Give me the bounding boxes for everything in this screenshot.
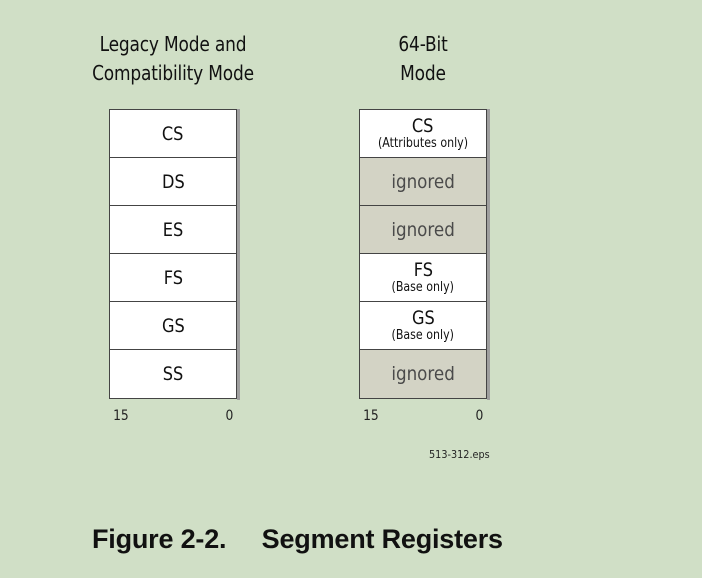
64bit-register-ds: ignored [360,158,486,206]
legacy-mode-title: Legacy Mode and Compatibility Mode [77,30,269,88]
register-label: DS [161,170,185,193]
register-note: (Base only) [391,280,455,295]
register-label: FS [413,259,433,281]
register-label: GS [411,307,435,329]
register-note: (Base only) [391,328,455,343]
register-note: (Attributes only) [377,136,469,151]
legacy-register-cs: CS [110,110,236,158]
legacy-register-fs: FS [110,254,236,302]
ignored-label: ignored [391,170,455,193]
64bit-register-es: ignored [360,206,486,254]
legacy-register-es: ES [110,206,236,254]
64bit-bit-low-label: 0 [475,408,484,424]
legacy-register-ss: SS [110,350,236,398]
register-label: CS [412,115,434,137]
64bit-mode-title: 64-Bit Mode [335,30,510,88]
ignored-label: ignored [391,218,455,241]
64bit-register-ss: ignored [360,350,486,398]
64bit-title-line1: 64-Bit [398,32,448,56]
register-label: SS [162,363,184,385]
64bit-bit-high-label: 15 [363,408,379,424]
legacy-register-ds: DS [110,158,236,206]
register-label: CS [162,122,184,145]
legacy-bit-low-label: 0 [225,408,234,424]
ignored-label: ignored [391,363,455,385]
figure-title: Segment Registers [261,524,503,554]
64bit-register-fs: FS (Base only) [360,254,486,302]
64bit-title-line2: Mode [400,61,446,85]
64bit-register-stack: CS (Attributes only) ignored ignored FS … [359,108,490,400]
register-label: ES [162,218,184,241]
64bit-register-cs: CS (Attributes only) [360,110,486,158]
64bit-register-gs: GS (Base only) [360,302,486,350]
legacy-register-stack: CS DS ES FS GS SS [109,108,240,400]
legacy-title-line1: Legacy Mode and [99,32,247,56]
legacy-title-line2: Compatibility Mode [92,61,254,85]
register-label: FS [163,266,183,289]
figure-number: Figure 2-2. [92,524,227,554]
figure-file-name: 513-312.eps [429,448,490,461]
register-label: GS [161,314,185,337]
legacy-register-gs: GS [110,302,236,350]
figure-caption: Figure 2-2. Segment Registers [92,524,503,555]
legacy-bit-high-label: 15 [113,408,129,424]
